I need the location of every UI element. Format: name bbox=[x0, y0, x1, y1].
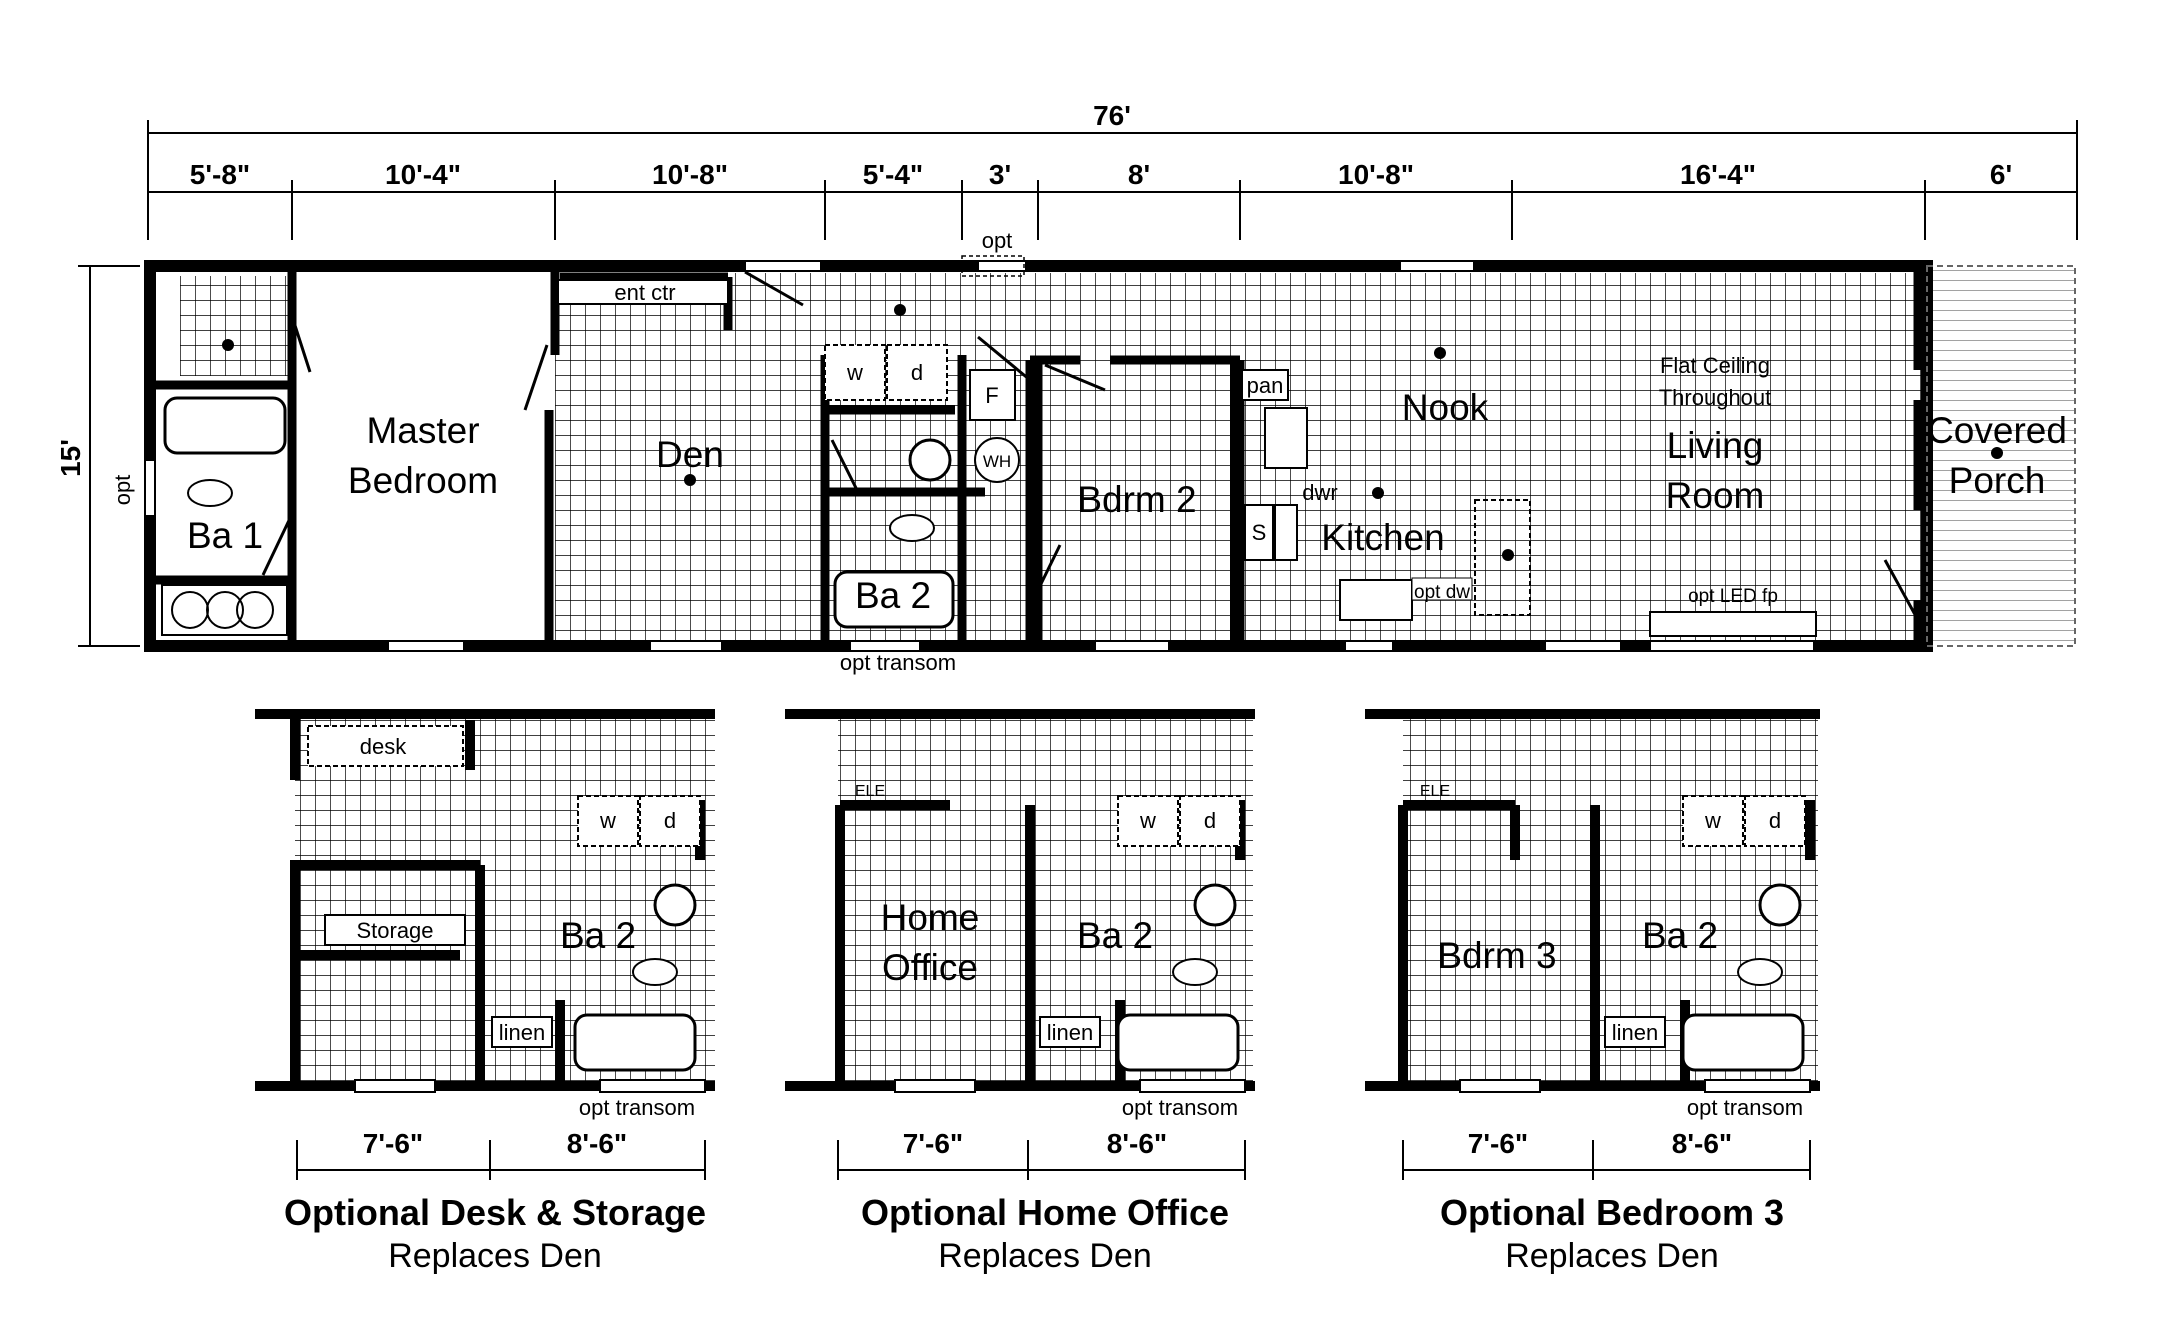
stove-label: S bbox=[1252, 520, 1267, 545]
option3-bdrm3-label: Bdrm 3 bbox=[1437, 935, 1556, 976]
option2-linen-label: linen bbox=[1047, 1020, 1093, 1045]
living-room-label-line2: Room bbox=[1666, 475, 1765, 516]
water-heater-label: WH bbox=[983, 452, 1011, 471]
option3-dim-right: 8'-6" bbox=[1672, 1128, 1732, 1159]
option2-ba2-label: Ba 2 bbox=[1077, 915, 1153, 956]
option2-dim-right: 8'-6" bbox=[1107, 1128, 1167, 1159]
option3-ba2-label: Ba 2 bbox=[1642, 915, 1718, 956]
opt-dishwasher-label: opt dw bbox=[1414, 582, 1470, 603]
ba2-bathtub-icon bbox=[833, 570, 955, 629]
option2-title: Optional Home Office bbox=[861, 1192, 1229, 1233]
dim-segment-6: 8' bbox=[1128, 159, 1150, 190]
ba2-toilet-icon bbox=[908, 438, 952, 482]
bdrm2-label: Bdrm 2 bbox=[1077, 479, 1196, 520]
flat-ceiling-label-line2: Throughout bbox=[1659, 385, 1772, 410]
option1-dim-left: 7'-6" bbox=[363, 1128, 423, 1159]
ba1-label: Ba 1 bbox=[187, 515, 263, 556]
dim-segment-9: 6' bbox=[1990, 159, 2012, 190]
pantry-label: pan bbox=[1247, 373, 1284, 398]
washer-label: w bbox=[846, 360, 863, 385]
water-heater-icon bbox=[974, 437, 1020, 483]
option1-bathtub-icon bbox=[573, 1013, 697, 1072]
dim-segment-7: 10'-8" bbox=[1338, 159, 1414, 190]
option3-subtitle: Replaces Den bbox=[1505, 1237, 1719, 1275]
master-bedroom-label-line2: Bedroom bbox=[348, 460, 498, 501]
option1-title: Optional Desk & Storage bbox=[284, 1192, 706, 1233]
option2-dim-left: 7'-6" bbox=[903, 1128, 963, 1159]
option2-washer-label: w bbox=[1139, 808, 1156, 833]
dim-segment-4: 5'-4" bbox=[863, 159, 923, 190]
fireplace-icon bbox=[1649, 611, 1817, 637]
dim-segment-5: 3' bbox=[989, 159, 1011, 190]
option2-bathtub-icon bbox=[1116, 1013, 1240, 1072]
opt-transom-label: opt transom bbox=[840, 650, 956, 675]
option1-washer-label: w bbox=[599, 808, 616, 833]
range-icon bbox=[1274, 504, 1298, 561]
option1-linen-label: linen bbox=[499, 1020, 545, 1045]
option1-ba2-label: Ba 2 bbox=[560, 915, 636, 956]
dimension-lines bbox=[78, 120, 2078, 647]
living-room-label-line1: Living bbox=[1667, 425, 1764, 466]
option3-dim-left: 7'-6" bbox=[1468, 1128, 1528, 1159]
option-bedroom3-plan: ELE w d linen Bdrm 3 Ba 2 opt transom 7'… bbox=[1365, 709, 1820, 1275]
option2-dryer-label: d bbox=[1204, 808, 1216, 833]
option1-transom-label: opt transom bbox=[579, 1095, 695, 1120]
kitchen-sink-icon bbox=[1339, 579, 1413, 621]
dim-segment-2: 10'-4" bbox=[385, 159, 461, 190]
option1-dim-right: 8'-6" bbox=[567, 1128, 627, 1159]
dim-segment-8: 16'-4" bbox=[1680, 159, 1756, 190]
option3-transom-label: opt transom bbox=[1687, 1095, 1803, 1120]
nook-label: Nook bbox=[1402, 387, 1489, 428]
dim-segment-3: 10'-8" bbox=[652, 159, 728, 190]
option-desk-storage-plan: desk Storage w d linen Ba 2 opt transom … bbox=[255, 709, 715, 1275]
option1-subtitle: Replaces Den bbox=[388, 1237, 602, 1275]
dryer-label: d bbox=[911, 360, 923, 385]
option3-bathtub-icon bbox=[1681, 1013, 1805, 1072]
desk-label: desk bbox=[360, 734, 407, 759]
main-floor-plan: ent ctr w d F WH pan S dwr opt dw bbox=[110, 228, 2076, 675]
option3-linen-label: linen bbox=[1612, 1020, 1658, 1045]
option3-ele-label: ELE bbox=[1420, 783, 1450, 800]
option2-transom-label: opt transom bbox=[1122, 1095, 1238, 1120]
option2-office-label: Office bbox=[882, 947, 978, 988]
toilet-icon bbox=[187, 479, 233, 507]
option2-subtitle: Replaces Den bbox=[938, 1237, 1152, 1275]
entertainment-center-label: ent ctr bbox=[614, 280, 675, 305]
option-home-office-plan: ELE w d linen Home Office Ba 2 opt trans… bbox=[785, 709, 1255, 1275]
bathtub-icon bbox=[163, 396, 287, 455]
island-outline bbox=[1474, 499, 1531, 616]
opt-window-label-left: opt bbox=[110, 475, 135, 506]
opt-led-fp-label: opt LED fp bbox=[1688, 586, 1778, 607]
dim-segment-1: 5'-8" bbox=[190, 159, 250, 190]
den-label: Den bbox=[656, 434, 724, 475]
storage-label: Storage bbox=[356, 918, 433, 943]
option3-title: Optional Bedroom 3 bbox=[1440, 1192, 1784, 1233]
covered-porch-label-line1: Covered bbox=[1927, 410, 2067, 451]
ba2-label: Ba 2 bbox=[855, 575, 931, 616]
option2-ele-label: ELE bbox=[855, 783, 885, 800]
flat-ceiling-label-line1: Flat Ceiling bbox=[1660, 353, 1770, 378]
option1-dryer-label: d bbox=[664, 808, 676, 833]
overall-length-label: 76' bbox=[1093, 100, 1131, 131]
drawer-label: dwr bbox=[1302, 480, 1337, 505]
option3-dryer-label: d bbox=[1769, 808, 1781, 833]
covered-porch-label-line2: Porch bbox=[1949, 460, 2046, 501]
furnace-label: F bbox=[985, 383, 998, 408]
refrigerator-icon bbox=[1264, 407, 1308, 469]
kitchen-label: Kitchen bbox=[1321, 517, 1444, 558]
option2-home-label: Home bbox=[881, 897, 980, 938]
width-dimension-label: 15' bbox=[55, 439, 86, 477]
option3-washer-label: w bbox=[1704, 808, 1721, 833]
opt-window-label-top: opt bbox=[982, 228, 1013, 253]
master-bedroom-label-line1: Master bbox=[366, 410, 479, 451]
